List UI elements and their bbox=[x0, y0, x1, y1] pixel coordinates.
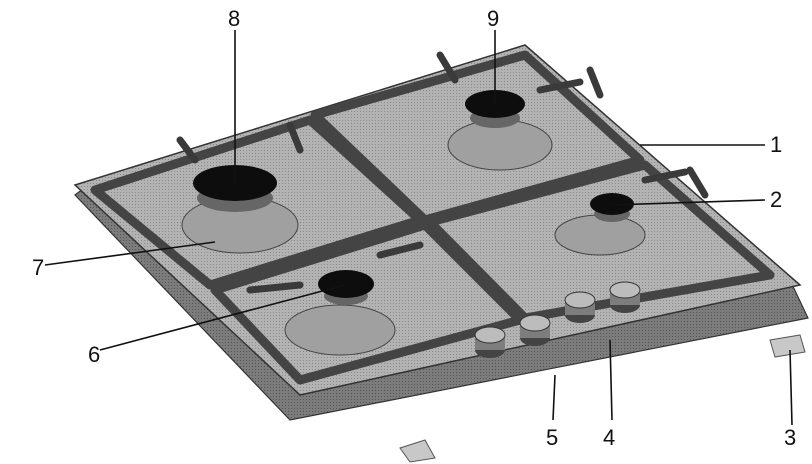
burner-medium-front-left bbox=[284, 270, 396, 356]
grate-fingers bbox=[176, 51, 709, 294]
mounting-brackets bbox=[399, 334, 806, 463]
callout-2: 2 bbox=[770, 187, 782, 212]
knob-2 bbox=[519, 314, 551, 346]
callout-3: 3 bbox=[784, 425, 796, 450]
callout-4: 4 bbox=[603, 425, 615, 450]
knob-4 bbox=[609, 281, 641, 313]
callout-1: 1 bbox=[770, 132, 782, 157]
callout-9: 9 bbox=[487, 6, 499, 31]
callout-7: 7 bbox=[32, 255, 44, 280]
knob-1 bbox=[474, 326, 506, 358]
leader-lines bbox=[44, 30, 793, 426]
burner-medium-back-right bbox=[447, 90, 553, 171]
callout-6: 6 bbox=[88, 342, 100, 367]
knob-3 bbox=[564, 291, 596, 323]
callout-5: 5 bbox=[546, 425, 558, 450]
callout-numbers: 1 2 3 4 5 6 7 8 9 bbox=[32, 6, 796, 450]
control-knobs bbox=[474, 281, 641, 358]
burner-small-front-right bbox=[554, 193, 646, 256]
callout-8: 8 bbox=[228, 6, 240, 31]
